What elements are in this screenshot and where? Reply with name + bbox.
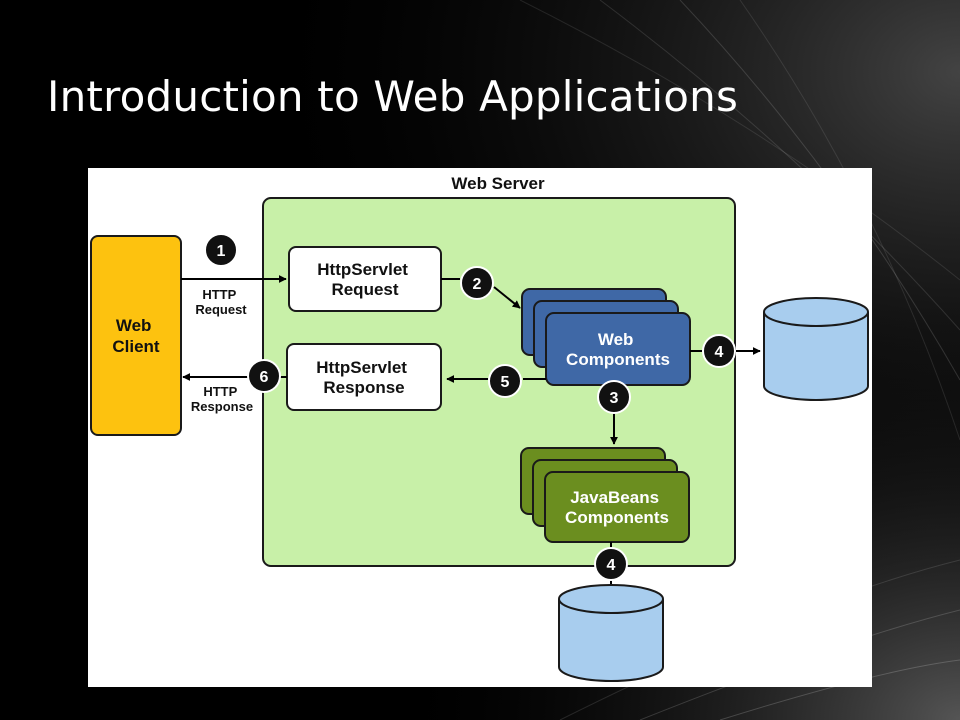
http-request-label-line2: Request xyxy=(195,302,247,317)
svg-text:Web Components: Web Components xyxy=(566,330,670,369)
servlet-response-label-line2: Response xyxy=(323,378,404,397)
step-number-4-right: 4 xyxy=(715,344,724,361)
web-client-label-line2: Client xyxy=(112,337,160,356)
step-badge-1: 1 xyxy=(204,233,238,267)
http-response-label-line1: HTTP xyxy=(203,384,237,399)
svg-text:HTTP Request: HTTP Request xyxy=(195,287,247,317)
step-number-6: 6 xyxy=(260,369,269,386)
javabeans-label-line2: Components xyxy=(565,508,669,527)
servlet-response-label-line1: HttpServlet xyxy=(316,358,407,377)
http-response-label-line2: Response xyxy=(191,399,253,414)
request-to-components-arrow xyxy=(441,278,520,308)
step-badge-6: 6 xyxy=(247,359,281,393)
web-components-label-line1: Web xyxy=(598,330,634,349)
step-badge-5: 5 xyxy=(488,364,522,398)
step-badge-2: 2 xyxy=(460,266,494,300)
step-number-1: 1 xyxy=(217,243,226,260)
servlet-request-label-line1: HttpServlet xyxy=(317,260,408,279)
step-badge-4-bottom: 4 xyxy=(594,547,628,581)
servlet-response-box: HttpServlet Response xyxy=(286,343,442,411)
step-number-5: 5 xyxy=(501,374,510,391)
svg-text:JavaBeans Components: JavaBeans Components xyxy=(565,488,669,527)
javabeans-components-stack: JavaBeans Components xyxy=(520,447,690,543)
step-number-2: 2 xyxy=(473,276,482,293)
diagram-panel: Web Server Web Client HTTP Request HTTP … xyxy=(88,168,872,687)
svg-text:HttpServlet Response: HttpServlet Response xyxy=(316,358,411,397)
step-number-4-bottom: 4 xyxy=(607,557,616,574)
http-request-label-line1: HTTP xyxy=(202,287,236,302)
svg-text:HttpServlet Request: HttpServlet Request xyxy=(317,260,412,299)
database-right xyxy=(763,297,869,401)
slide-title: Introduction to Web Applications xyxy=(47,72,739,121)
servlet-request-label-line2: Request xyxy=(331,280,398,299)
web-components-stack: Web Components xyxy=(521,288,691,386)
step-badge-3: 3 xyxy=(597,380,631,414)
step-number-3: 3 xyxy=(610,390,619,407)
web-server-label: Web Server xyxy=(451,174,545,193)
step-badge-4-right: 4 xyxy=(702,334,736,368)
web-components-label-line2: Components xyxy=(566,350,670,369)
servlet-request-box: HttpServlet Request xyxy=(288,246,442,312)
web-client-label-line1: Web xyxy=(116,316,152,335)
database-bottom xyxy=(558,584,664,682)
web-client-box: Web Client xyxy=(90,235,182,436)
javabeans-label-line1: JavaBeans xyxy=(570,488,659,507)
svg-text:Web Client: Web Client xyxy=(112,316,160,356)
svg-text:HTTP Response: HTTP Response xyxy=(191,384,253,414)
